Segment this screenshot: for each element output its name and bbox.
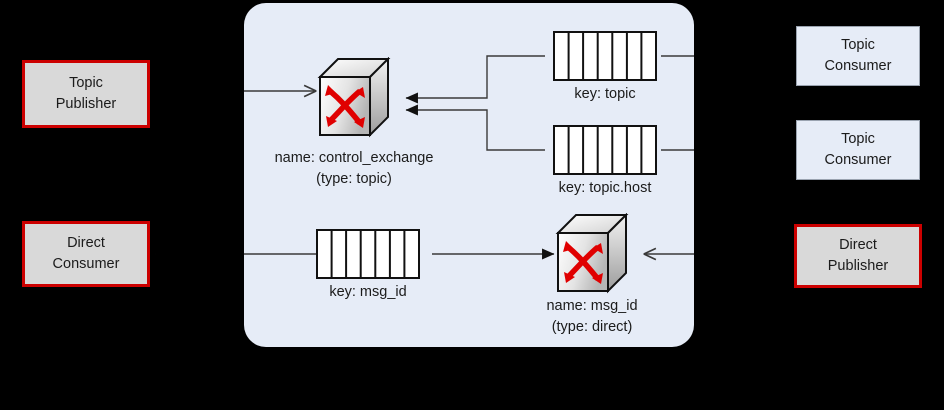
direct-publisher-line2: Publisher [827, 258, 889, 274]
topic-consumer-1-line2: Consumer [824, 58, 892, 74]
msg-id-exchange-caption: name: msg_id (type: direct) [492, 296, 692, 338]
topic-consumer-2-line2: Consumer [824, 152, 892, 168]
control-exchange-type: (type: topic) [316, 171, 392, 188]
direct-consumer-line1: Direct [67, 235, 105, 252]
queue-icon [553, 31, 657, 81]
queue-msg-id-caption: key: msg_id [329, 284, 407, 300]
topic-publisher-line2: Publisher [55, 96, 117, 112]
topic-consumer-box-1[interactable]: Topic Consumer [796, 26, 920, 86]
queue-icon [553, 125, 657, 175]
wire-queue-topic-host-to-control-exchange [405, 104, 545, 151]
topic-consumer-box-2[interactable]: Topic Consumer [796, 120, 920, 180]
topic-consumer-1-line1: Topic [841, 37, 875, 54]
topic-publisher-box[interactable]: Topic Publisher [22, 60, 150, 128]
msg-id-exchange-name: name: msg_id [546, 298, 638, 314]
queue-topic-caption: key: topic [574, 86, 636, 102]
queue-icon [316, 229, 420, 279]
background-occluders [156, 48, 796, 262]
exchange-icon [317, 57, 391, 138]
direct-publisher-box[interactable]: Direct Publisher [794, 224, 922, 288]
wire-queue-topic-to-control-exchange [405, 55, 545, 104]
topic-publisher-line1: Topic [69, 75, 103, 92]
direct-publisher-line1: Direct [839, 237, 877, 254]
control-exchange-caption: name: control_exchange (type: topic) [254, 148, 454, 190]
msg-id-exchange-type: (type: direct) [551, 319, 633, 336]
direct-consumer-line2: Consumer [52, 256, 120, 272]
direct-consumer-box[interactable]: Direct Consumer [22, 221, 150, 287]
topic-consumer-2-line1: Topic [841, 131, 875, 148]
control-exchange-name: name: control_exchange [274, 150, 434, 166]
exchange-icon [555, 213, 629, 294]
queue-topic-host-caption: key: topic.host [558, 180, 652, 196]
